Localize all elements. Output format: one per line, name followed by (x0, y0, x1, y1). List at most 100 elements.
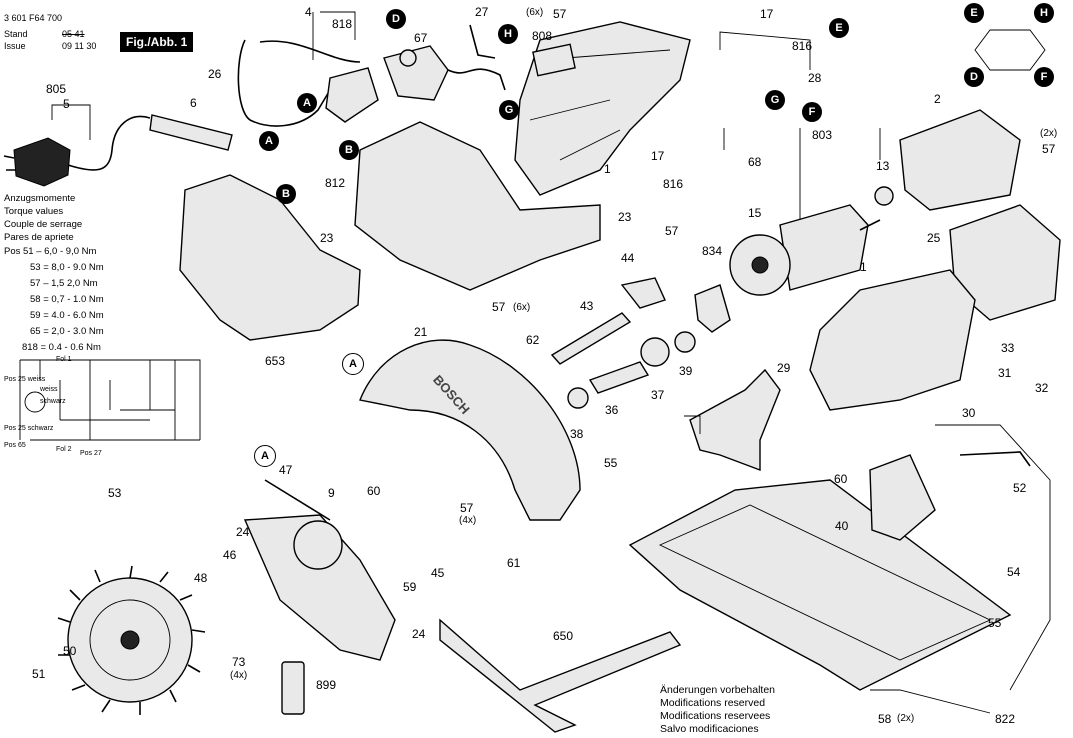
bubble-E-2: E (964, 3, 984, 23)
cord-sleeve (149, 114, 233, 151)
callout-26: 26 (208, 67, 222, 81)
torque-line-5: 53 = 8,0 - 9.0 Nm (30, 262, 104, 273)
callout-67: 67 (414, 31, 428, 45)
callout-31: 31 (998, 366, 1012, 380)
stand-label: Stand (4, 29, 28, 39)
angle-bracket-40 (869, 454, 936, 541)
wiring-label-5: Pos 27 (80, 450, 102, 457)
hex-key-52 (959, 451, 1031, 467)
bearing-38 (567, 387, 589, 409)
callout-54: 54 (1007, 565, 1021, 579)
callout-40: 40 (835, 519, 849, 533)
guard-hub (293, 520, 343, 570)
callout-60b: 60 (834, 472, 848, 486)
callout-51: 51 (32, 667, 46, 681)
callout-4: 4 (305, 5, 312, 19)
callout-43: 43 (580, 299, 594, 313)
callout-27: 27 (475, 5, 489, 19)
torque-line-10: 818 = 0.4 - 0.6 Nm (22, 342, 101, 353)
bubble-F-1: F (802, 102, 822, 122)
callout-6x: (6x) (526, 7, 544, 18)
callout-812: 812 (325, 176, 346, 190)
callout-53: 53 (108, 486, 122, 500)
motor-housing-1b (809, 269, 976, 411)
callout-5: 5 (63, 97, 70, 111)
callout-57b: 57 (1042, 142, 1056, 156)
callout-57c: 57 (665, 224, 679, 238)
callout-25: 25 (927, 231, 941, 245)
torque-line-7: 58 = 0,7 - 1.0 Nm (30, 294, 104, 305)
callout-2x: (2x) (1040, 128, 1058, 139)
callout-39: 39 (679, 364, 693, 378)
wiring-label-6: Fol 2 (56, 446, 72, 453)
callout-55a: 55 (604, 456, 618, 470)
callout-62: 62 (526, 333, 540, 347)
handle-half-23b (179, 174, 361, 341)
wiring-label-7: Fol 1 (56, 356, 72, 363)
footer-line-2: Modifications reservees (660, 710, 771, 722)
mains-plug (13, 137, 71, 187)
issue-value: 09 11 30 (62, 41, 97, 51)
callout-23b: 23 (320, 231, 334, 245)
callout-653: 653 (265, 354, 286, 368)
spindle-36 (588, 361, 650, 394)
torque-line-1: Torque values (4, 206, 64, 217)
callout-50: 50 (63, 644, 77, 658)
gear-39 (674, 331, 696, 353)
callout-28: 28 (808, 71, 822, 85)
callout-57d: 57 (492, 300, 506, 314)
callout-6xb: (6x) (513, 302, 531, 313)
callout-57a: 57 (553, 7, 567, 21)
callout-61: 61 (507, 556, 521, 570)
bubble-A-2: A (259, 131, 279, 151)
callout-2xb: (2x) (897, 713, 915, 724)
callout-834: 834 (702, 244, 723, 258)
callout-59: 59 (403, 580, 417, 594)
callout-808: 808 (532, 29, 553, 43)
callout-73: 73 (232, 655, 246, 669)
wiring-label-1: Pos 25 schwarz (4, 425, 54, 432)
callout-68: 68 (748, 155, 762, 169)
torque-line-9: 65 = 2,0 - 3.0 Nm (30, 326, 104, 337)
label-808 (532, 43, 576, 77)
bubble-B-2: B (276, 184, 296, 204)
connector-ring (974, 29, 1046, 71)
callout-899: 899 (316, 678, 337, 692)
callout-33: 33 (1001, 341, 1015, 355)
callout-4x: (4x) (459, 515, 477, 526)
callout-60a: 60 (367, 484, 381, 498)
callout-48: 48 (194, 571, 208, 585)
saw-blade (57, 565, 206, 715)
spring-47 (264, 479, 331, 521)
wiring-schematic (19, 359, 201, 441)
footer-line-0: Änderungen vorbehalten (660, 684, 776, 696)
bearing-13 (874, 186, 894, 206)
torque-line-6: 57 – 1,5 2,0 Nm (30, 278, 98, 289)
wiring-label-4: schwarz (40, 398, 66, 405)
callout-47: 47 (279, 463, 293, 477)
wiring-label-0: Pos 25 weiss (4, 376, 46, 383)
torque-line-8: 59 = 4.0 - 6.0 Nm (30, 310, 104, 321)
blade-guard-21 (359, 339, 581, 521)
callout-805: 805 (46, 82, 67, 96)
torque-line-4: Pos 51 – 6,0 - 9,0 Nm (4, 246, 97, 257)
bubble-H-2: H (1034, 3, 1054, 23)
motor-housing-1 (514, 21, 691, 196)
power-cord (67, 115, 151, 171)
callout-24a: 24 (236, 525, 250, 539)
torque-line-0: Anzugsmomente (4, 193, 76, 204)
callout-15: 15 (748, 206, 762, 220)
callout-30: 30 (962, 406, 976, 420)
grease-tube-899 (281, 661, 305, 715)
callout-1b: 1 (860, 260, 867, 274)
callout-650: 650 (553, 629, 574, 643)
switch-67 (383, 45, 449, 101)
switch-knob (399, 49, 417, 67)
callout-13: 13 (876, 159, 890, 173)
circle-A-1: A (342, 353, 364, 375)
callout-46: 46 (223, 548, 237, 562)
armature-15 (729, 204, 881, 296)
callout-58: 58 (878, 712, 892, 726)
bubble-G-2: G (765, 90, 785, 110)
